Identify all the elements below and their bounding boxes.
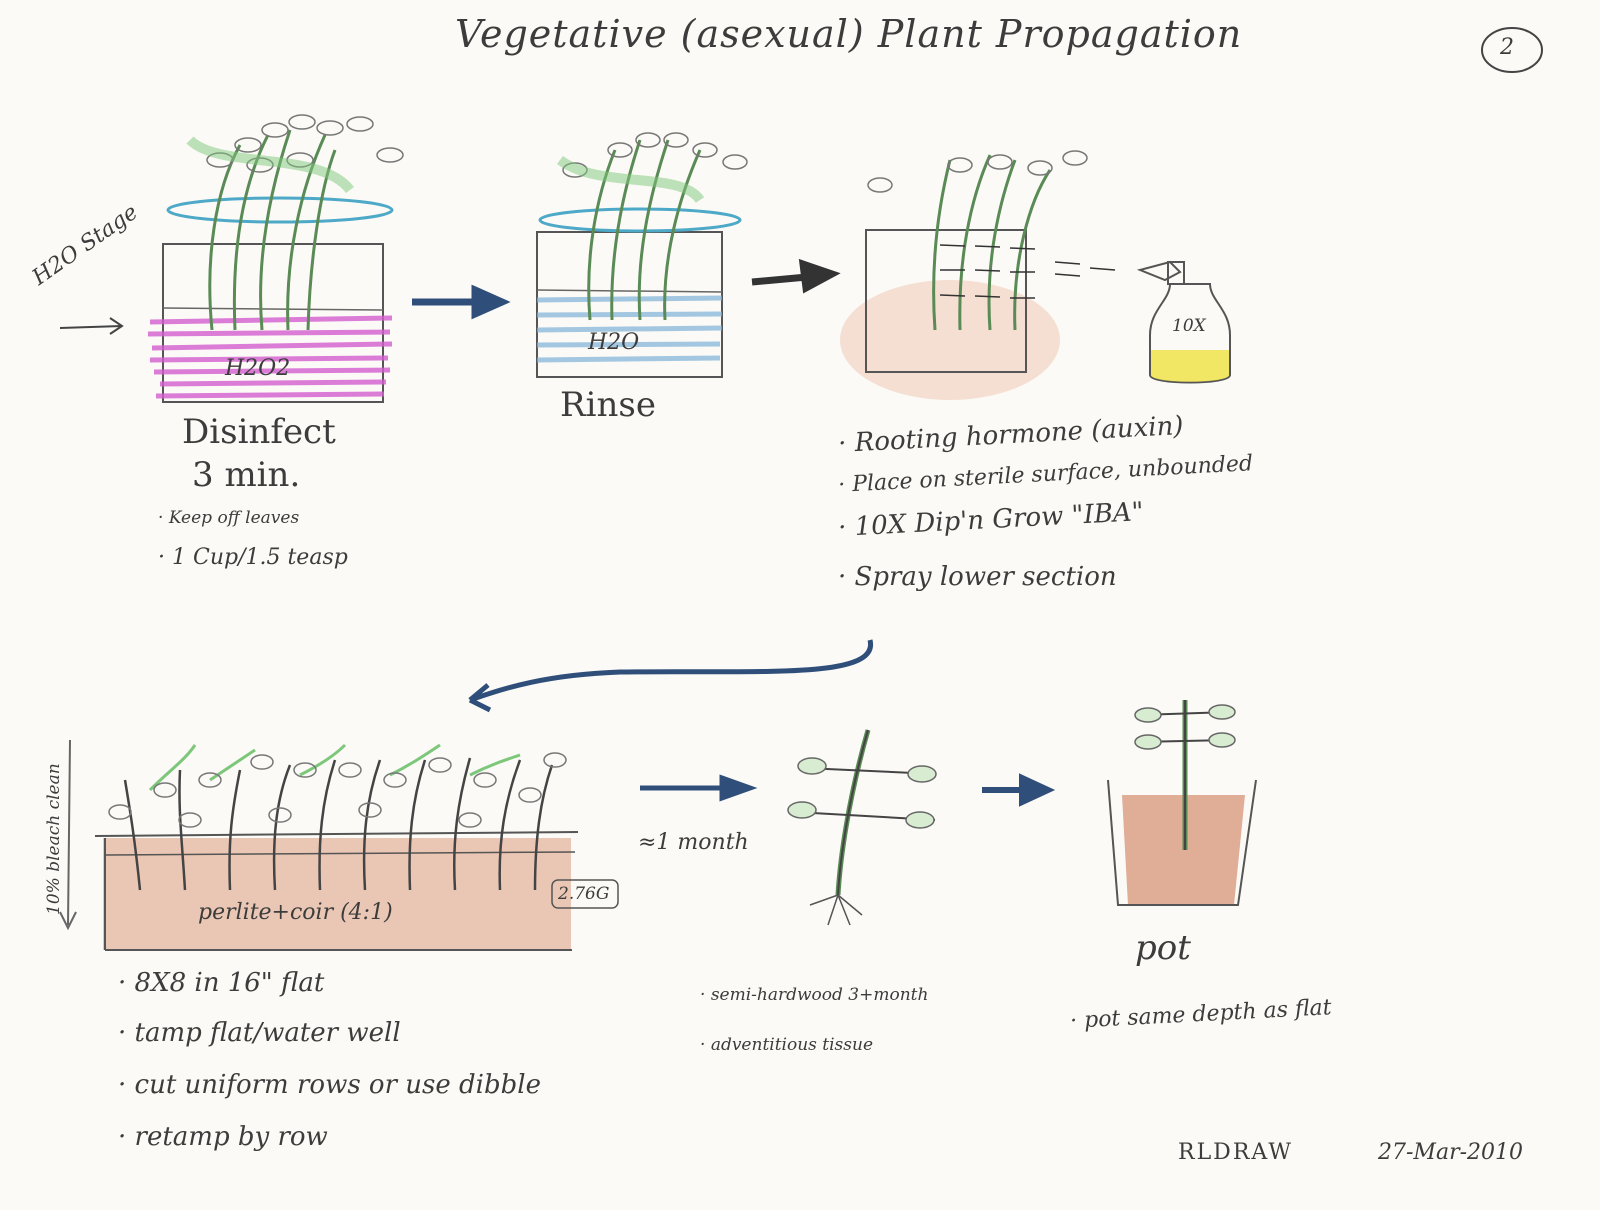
disinfect-container (147, 114, 404, 403)
disinfect-note-text: 1 Cup/1.5 teasp (172, 545, 348, 570)
page-number: 2 (1500, 35, 1514, 60)
hormone-surface (840, 150, 1116, 400)
hormone-note: · Spray lower section (838, 562, 1117, 592)
hormone-note-text: Spray lower section (854, 562, 1117, 592)
pot-label: pot (1135, 928, 1191, 968)
flat-volume-label: 2.76G (558, 884, 610, 904)
rooted-note: · adventitious tissue (700, 1035, 874, 1055)
flat-note-text: retamp by row (134, 1122, 328, 1152)
flat-note-text: tamp flat/water well (134, 1018, 401, 1048)
page-title: Vegetative (asexual) Plant Propagation (455, 12, 1243, 56)
disinfect-liquid-label: H2O2 (225, 356, 291, 381)
rinse-container (536, 132, 748, 378)
disinfect-note-text: Keep off leaves (168, 508, 300, 528)
arrow-flat-to-rooted (640, 774, 758, 802)
arrow-hormone-to-flat (469, 639, 873, 703)
bottle-label: 10X (1172, 316, 1206, 336)
rinse-liquid-label: H2O (588, 330, 640, 355)
interval-label: ≈1 month (638, 830, 749, 855)
rooted-note-text: semi-hardwood 3+month (710, 985, 929, 1005)
page-number-circle (1481, 27, 1543, 73)
signature-date: 27-Mar-2010 (1378, 1140, 1524, 1165)
rooted-cutting (787, 729, 937, 926)
disinfect-label: Disinfect (182, 412, 336, 452)
flat-note-text: cut uniform rows or use dibble (134, 1070, 541, 1100)
disinfect-time: 3 min. (192, 455, 301, 495)
spray-bottle (1136, 260, 1231, 384)
rooted-note: · semi-hardwood 3+month (700, 985, 929, 1005)
propagation-flat (94, 743, 619, 951)
pot-illustration (1107, 700, 1257, 906)
flat-note: · cut uniform rows or use dibble (118, 1070, 541, 1100)
h2o-stage-arrow (59, 317, 124, 335)
arrow-rinse-to-hormone (751, 258, 841, 294)
rinse-label: Rinse (560, 385, 656, 425)
bleach-clean-note: 10% bleach clean (44, 763, 64, 915)
flat-note: · 8X8 in 16" flat (118, 968, 325, 998)
flat-note: · retamp by row (118, 1122, 328, 1152)
rooted-note-text: adventitious tissue (710, 1035, 874, 1055)
flat-medium-label: perlite+coir (4:1) (198, 900, 393, 925)
flat-note-text: 8X8 in 16" flat (134, 968, 325, 998)
bleach-clean-arrow (59, 739, 77, 931)
disinfect-note: · 1 Cup/1.5 teasp (158, 545, 348, 570)
disinfect-note: · Keep off leaves (158, 508, 300, 528)
author-signature: RLDRAW (1178, 1140, 1293, 1165)
flat-note: · tamp flat/water well (118, 1018, 401, 1048)
arrow-disinfect-to-rinse (412, 284, 511, 320)
arrow-rooted-to-pot (982, 773, 1056, 807)
